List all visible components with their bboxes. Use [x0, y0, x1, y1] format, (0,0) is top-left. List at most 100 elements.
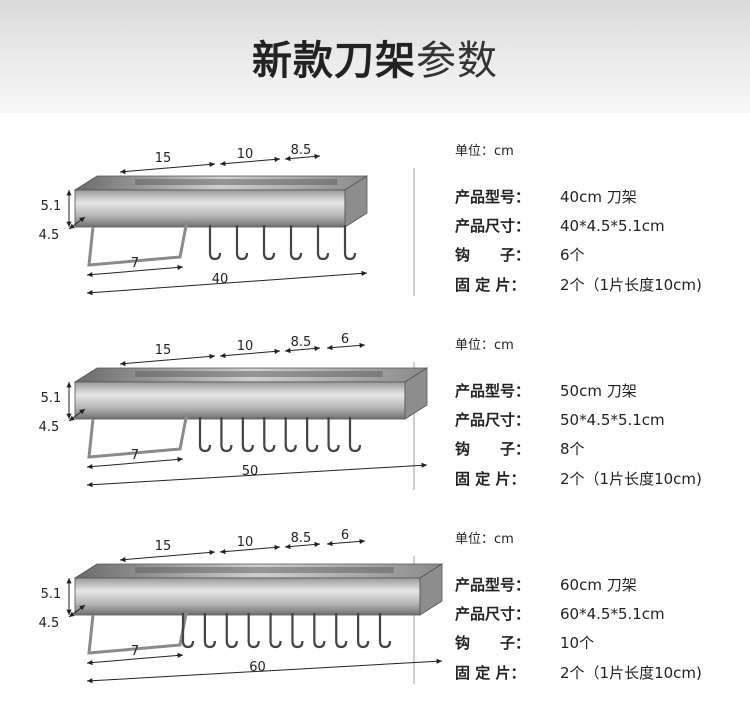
dim-depth-arrow-head [79, 217, 85, 223]
spec-label: 产品型号： [455, 188, 531, 206]
dim-top1-arrow-head [209, 549, 215, 556]
dim-top2-arrow-head [220, 352, 226, 359]
dim-bar-arrow-head [177, 264, 183, 271]
dim-height-arrow-head [66, 609, 72, 615]
dim-top3-arrow [284, 155, 321, 160]
dim-top4-arrow [326, 344, 366, 349]
spec-label: 产品尺寸： [455, 217, 531, 235]
spec-value: 60cm 刀架 [560, 576, 637, 594]
dim-length-arrow [86, 464, 428, 486]
unit-label: 单位：cm [455, 144, 514, 159]
hook [284, 417, 297, 453]
spec-label: 固 定 片： [455, 664, 526, 682]
page-title-light: 参数 [416, 38, 498, 84]
dim-top2-arrow-head [274, 156, 280, 163]
dim-top3-arrow-head [314, 153, 320, 160]
dim-length-arrow [86, 272, 368, 294]
dim-depth-label: 4.5 [39, 420, 60, 435]
hook [247, 613, 260, 649]
spec-model: 产品型号： 40cm 刀架 [455, 186, 637, 207]
dim-top4-arrow-head [359, 538, 365, 545]
hook [289, 225, 303, 261]
spec-value: 50cm 刀架 [560, 382, 637, 400]
towel-bar [87, 220, 189, 267]
dim-top2-arrow-head [274, 348, 280, 355]
rack-slot [135, 179, 338, 185]
unit-label: 单位：cm [455, 338, 514, 353]
dim-top3-arrow [284, 347, 321, 352]
hook [198, 417, 212, 453]
dim-length-arrow-head [87, 482, 93, 488]
hook [343, 225, 357, 261]
unit-label: 单位：cm [455, 532, 514, 547]
dim-top3-arrow-head [285, 347, 291, 354]
spec-label: 固 定 片： [455, 470, 526, 488]
dim-top4-label: 6 [341, 528, 349, 543]
towel-bar [87, 412, 189, 459]
spec-value: 2个（1片长度10cm) [560, 664, 702, 682]
spec-label: 产品型号： [455, 382, 531, 400]
dim-top1-arrow-head [120, 360, 126, 367]
spec-hooks: 钩 子：6个 [455, 244, 585, 265]
dim-depth-arrow-head [79, 409, 85, 415]
dim-length-arrow-head [87, 678, 93, 684]
hook [208, 225, 222, 261]
spec-mount: 固 定 片：2个（1片长度10cm) [455, 468, 702, 489]
spec-label: 固 定 片： [455, 276, 526, 294]
hook [262, 225, 276, 261]
dim-top3-label: 8.5 [291, 143, 312, 158]
dim-top2-label: 10 [237, 535, 254, 550]
rack-end-cap [419, 563, 443, 616]
dim-top3-label: 8.5 [291, 531, 312, 546]
dim-top1-label: 15 [155, 151, 172, 166]
dim-top1-arrow-head [209, 353, 215, 360]
dim-top2-arrow-head [220, 160, 226, 167]
dim-height-arrow-head [66, 190, 72, 196]
dim-bar-arrow [86, 458, 184, 468]
dim-top2-arrow-head [274, 544, 280, 551]
hook [269, 613, 282, 649]
dim-depth-label: 4.5 [39, 616, 60, 631]
dim-top4-arrow [326, 540, 366, 545]
hook [306, 417, 319, 453]
dim-length-label: 40 [212, 272, 229, 287]
dim-top3-arrow-head [314, 541, 320, 548]
dim-top2-arrow [219, 158, 281, 165]
dim-depth-arrow-head [69, 611, 75, 617]
dim-length-arrow-head [436, 658, 442, 664]
dim-top2-label: 10 [237, 147, 254, 162]
rack-front-face [74, 577, 421, 616]
dim-top1-arrow-head [120, 168, 126, 175]
dim-top2-arrow [219, 546, 281, 553]
spec-hooks: 钩 子：8个 [455, 438, 585, 459]
rack-end-cap [344, 175, 368, 228]
hook [378, 613, 392, 649]
spec-model: 产品型号：60cm 刀架 [455, 574, 637, 595]
dim-top3-label: 8.5 [291, 335, 312, 350]
dim-height-arrow-head [66, 578, 72, 584]
dim-height-label: 5.1 [41, 587, 62, 602]
spec-label: 产品尺寸： [455, 411, 531, 429]
dim-top4-arrow-head [327, 540, 333, 547]
spec-label: 钩 子： [455, 634, 531, 652]
dim-top2-arrow-head [220, 548, 226, 555]
hook [263, 417, 276, 453]
section-divider [413, 362, 415, 490]
dim-bar-arrow-head [87, 271, 93, 278]
dim-top2-label: 10 [237, 339, 254, 354]
dim-bar-label: 7 [131, 448, 139, 463]
dim-top3-arrow-head [314, 345, 320, 352]
spec-hooks: 钩 子：10个 [455, 632, 594, 653]
section-divider [413, 556, 415, 684]
dim-top4-arrow-head [359, 342, 365, 349]
hook [327, 417, 340, 453]
hook [203, 613, 216, 649]
dim-height-label: 5.1 [41, 391, 62, 406]
spec-value: 2个（1片长度10cm) [560, 276, 702, 294]
spec-value: 40cm 刀架 [560, 188, 637, 206]
dim-height-arrow-head [66, 382, 72, 388]
hook [357, 613, 370, 649]
dim-length-arrow-head [421, 462, 427, 468]
